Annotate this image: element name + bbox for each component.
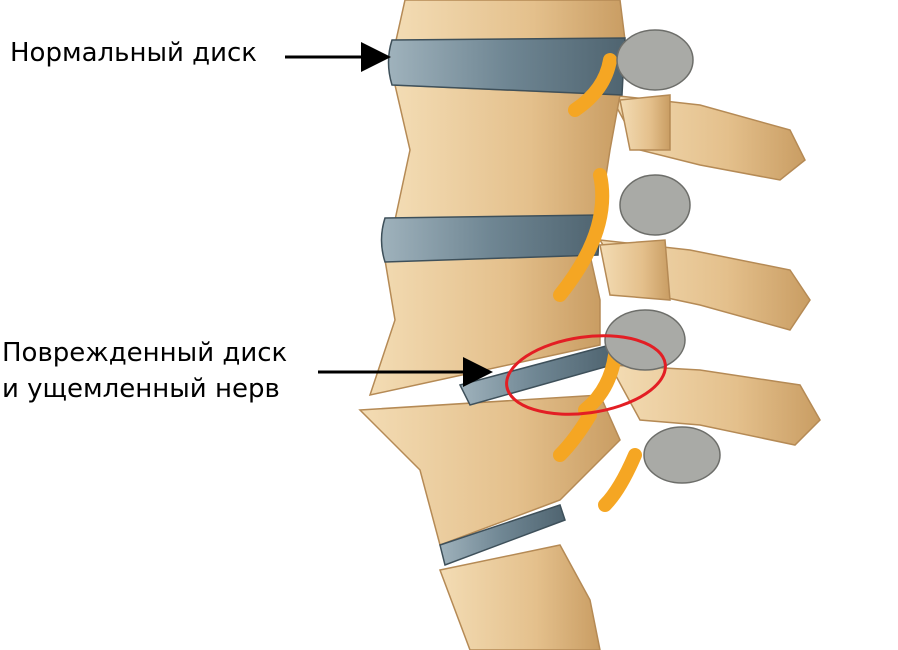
normal-disc-label: Нормальный диск bbox=[10, 38, 258, 68]
intervertebral-discs bbox=[380, 37, 626, 566]
spinous-processes bbox=[598, 94, 821, 446]
nerve-ganglia bbox=[604, 29, 721, 484]
damage-highlight-circle bbox=[505, 334, 667, 416]
vertebral-bodies bbox=[358, 0, 626, 650]
damaged-disc-label-line2: и ущемленный нерв bbox=[2, 374, 280, 404]
damaged-disc-label-line1: Поврежденный диск bbox=[2, 338, 288, 368]
normal-disc bbox=[387, 37, 626, 96]
pinched-nerve bbox=[578, 348, 622, 417]
nerve-roots bbox=[553, 53, 642, 512]
